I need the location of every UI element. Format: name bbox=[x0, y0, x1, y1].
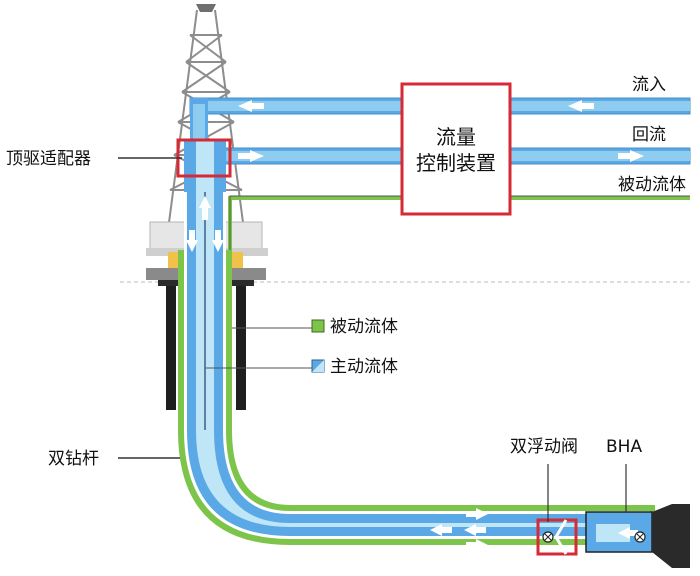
legend-swatch-active-split bbox=[312, 360, 324, 372]
float-valve-cross-icon bbox=[544, 533, 552, 541]
casing-left bbox=[166, 286, 176, 410]
dual-float-valve-label: 双浮动阀 bbox=[510, 437, 578, 457]
valve-chevron-icon bbox=[554, 519, 568, 555]
legend-label-passive: 被动流体 bbox=[330, 317, 398, 337]
inflow-arrow-left-2 bbox=[568, 100, 594, 112]
bha-core bbox=[596, 524, 630, 542]
active-fluid-inner-channel bbox=[196, 190, 648, 527]
downflow-arrow-right bbox=[212, 230, 224, 252]
bha-label: BHA bbox=[606, 437, 642, 457]
upflow-arrow bbox=[199, 196, 211, 220]
passive-fluid-line-edge bbox=[229, 195, 690, 250]
bottom-arrow-left-1 bbox=[430, 524, 452, 536]
dual-drill-pipe-label: 双钻杆 bbox=[48, 449, 99, 469]
flow-control-device-box bbox=[400, 82, 512, 216]
bha-arrow-right bbox=[618, 527, 638, 539]
crown-block bbox=[196, 4, 216, 12]
flow-control-label-1: 流量 bbox=[436, 125, 476, 149]
bottom-arrow-left-2 bbox=[464, 524, 486, 536]
legend-swatch-passive bbox=[311, 319, 325, 333]
drill-bit bbox=[652, 504, 690, 568]
top-drive-adapter-core bbox=[196, 140, 214, 192]
return-arrow-right-2 bbox=[618, 150, 644, 162]
inflow-label: 流入 bbox=[632, 75, 666, 95]
passive-fluid-right-label: 被动流体 bbox=[618, 175, 686, 195]
legend-label-active: 主动流体 bbox=[330, 357, 398, 377]
bottom-arrow-right-2 bbox=[466, 539, 488, 551]
return-flow-label: 回流 bbox=[632, 125, 666, 145]
flow-control-label-2: 控制装置 bbox=[416, 151, 496, 175]
downflow-arrow-left bbox=[186, 230, 198, 252]
inflow-arrow-left bbox=[238, 100, 264, 112]
return-arrow-right bbox=[238, 150, 264, 162]
dual-float-valve-highlight bbox=[536, 518, 578, 556]
casing-right bbox=[236, 286, 246, 410]
bha-valve-cross-icon bbox=[636, 533, 644, 541]
bottom-arrow-right-1 bbox=[466, 508, 488, 520]
top-drive-adapter-label: 顶驱适配器 bbox=[6, 149, 91, 169]
